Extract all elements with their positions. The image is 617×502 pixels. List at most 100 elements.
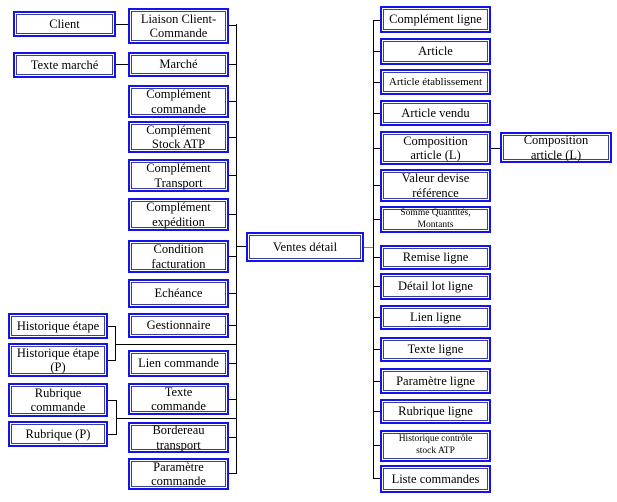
connector-tick-condition-facturation bbox=[229, 256, 236, 257]
connector-historique-etape-p-tick bbox=[108, 360, 115, 361]
node-rubrique-commande: Rubrique commande bbox=[8, 383, 108, 417]
connector-tick-lien-commande bbox=[229, 363, 236, 364]
node-marche-label: Marché bbox=[159, 57, 198, 72]
node-liaison-client-commande: Liaison Client-Commande bbox=[128, 8, 229, 44]
connector-tick-liaison bbox=[229, 25, 236, 26]
connector-tick-bordereau-transport bbox=[229, 437, 236, 438]
node-liste-commandes-label: Liste commandes bbox=[391, 471, 480, 486]
connector-tick-parametre-ligne bbox=[373, 381, 380, 382]
node-detail-lot-ligne-label: Détail lot ligne bbox=[398, 279, 473, 294]
connector-tick-lien-ligne bbox=[373, 317, 380, 318]
node-texte-ligne: Texte ligne bbox=[380, 337, 491, 362]
node-lien-ligne: Lien ligne bbox=[380, 305, 491, 330]
node-parametre-ligne-label: Paramètre ligne bbox=[396, 373, 475, 388]
node-complement-ligne: Complément ligne bbox=[380, 6, 491, 33]
node-condition-facturation: Condition facturation bbox=[128, 240, 229, 273]
connector-tick-liste-commandes bbox=[373, 478, 380, 479]
node-liaison-client-commande-label: Liaison Client-Commande bbox=[140, 11, 217, 40]
node-texte-commande: Texte commande bbox=[128, 383, 229, 415]
node-liste-commandes: Liste commandes bbox=[380, 465, 491, 493]
node-echeance: Echéance bbox=[128, 279, 229, 308]
connector-tick-remise-ligne bbox=[373, 257, 380, 258]
connector-client-liaison bbox=[116, 24, 128, 25]
node-texte-ligne-label: Texte ligne bbox=[407, 342, 464, 357]
connector-tick-article bbox=[373, 51, 380, 52]
node-rubrique-p: Rubrique (P) bbox=[8, 421, 108, 447]
connector-tick-composition-article bbox=[373, 148, 380, 149]
node-marche: Marché bbox=[128, 52, 229, 77]
connector-ventes-detail-to-right-trunk bbox=[364, 247, 373, 248]
node-client-label: Client bbox=[49, 16, 80, 31]
node-complement-stock-atp-label: Complément Stock ATP bbox=[146, 122, 211, 151]
node-complement-expedition: Complément expédition bbox=[128, 198, 229, 231]
connector-tick-complement-ligne bbox=[373, 20, 380, 21]
connector-tick-echeance bbox=[229, 293, 236, 294]
connector-tick-gestionnaire bbox=[229, 325, 236, 326]
node-condition-facturation-label: Condition facturation bbox=[151, 242, 206, 271]
node-historique-etape-p-label: Historique étape (P) bbox=[16, 345, 100, 374]
node-remise-ligne: Remise ligne bbox=[380, 245, 491, 270]
connector-tick-texte-commande bbox=[229, 399, 236, 400]
connector-historique-etape-tick bbox=[108, 326, 115, 327]
node-article-label: Article bbox=[418, 44, 453, 59]
node-historique-etape-p: Historique étape (P) bbox=[8, 343, 108, 377]
connector-rubrique-commande-tick bbox=[108, 400, 116, 401]
node-texte-marche-label: Texte marché bbox=[30, 57, 99, 72]
connector-tick-somme-quantites bbox=[373, 219, 380, 220]
node-composition-article: Composition article (L) bbox=[380, 131, 491, 165]
node-complement-ligne-label: Complément ligne bbox=[389, 12, 482, 27]
connector-tick-valeur-devise bbox=[373, 185, 380, 186]
node-client: Client bbox=[13, 11, 116, 37]
connector-rubrique-bracket bbox=[116, 400, 117, 435]
node-somme-quantites-montants: Somme Quantités, Montants bbox=[380, 206, 491, 233]
connector-left-trunk bbox=[236, 24, 237, 474]
node-valeur-devise-reference-label: Valeur devise référence bbox=[401, 171, 470, 200]
node-article: Article bbox=[380, 38, 491, 65]
node-rubrique-commande-label: Rubrique commande bbox=[30, 385, 86, 414]
node-rubrique-p-label: Rubrique (P) bbox=[25, 426, 91, 441]
node-somme-quantites-montants-label: Somme Quantités, Montants bbox=[400, 207, 471, 230]
node-texte-commande-label: Texte commande bbox=[151, 384, 206, 413]
connector-tick-article-etablissement bbox=[373, 82, 380, 83]
node-parametre-commande: Paramètre commande bbox=[128, 458, 229, 490]
connector-tick-rubrique-ligne bbox=[373, 411, 380, 412]
node-texte-marche: Texte marché bbox=[13, 52, 116, 78]
node-complement-commande: Complément commande bbox=[128, 85, 229, 118]
connector-historique-to-trunk bbox=[115, 344, 236, 345]
node-article-etablissement-label: Article établissement bbox=[388, 75, 483, 88]
node-composition-article-label: Composition article (L) bbox=[403, 133, 468, 162]
node-detail-lot-ligne: Détail lot ligne bbox=[380, 273, 491, 300]
node-lien-commande: Lien commande bbox=[128, 350, 229, 377]
node-historique-etape-label: Historique étape bbox=[16, 318, 100, 333]
node-complement-transport: Complément Transport bbox=[128, 159, 229, 192]
node-echeance-label: Echéance bbox=[154, 286, 203, 301]
connector-tick-complement-transport bbox=[229, 175, 236, 176]
connector-trunk-to-ventes-detail bbox=[236, 246, 246, 247]
node-remise-ligne-label: Remise ligne bbox=[402, 250, 469, 265]
connector-texte-marche-marche bbox=[116, 64, 128, 65]
node-complement-stock-atp: Complément Stock ATP bbox=[128, 121, 229, 153]
node-complement-expedition-label: Complément expédition bbox=[146, 200, 211, 229]
connector-historique-bracket bbox=[115, 326, 116, 361]
connector-tick-complement-stock-atp bbox=[229, 137, 236, 138]
connector-tick-article-vendu bbox=[373, 113, 380, 114]
node-bordereau-transport: Bordereau transport bbox=[128, 422, 229, 453]
node-bordereau-transport-label: Bordereau transport bbox=[152, 423, 205, 452]
connector-composition-to-outer bbox=[491, 148, 500, 149]
node-article-vendu: Article vendu bbox=[380, 100, 491, 126]
node-complement-commande-label: Complément commande bbox=[146, 87, 211, 116]
node-historique-etape: Historique étape bbox=[8, 313, 108, 339]
connector-tick-texte-ligne bbox=[373, 349, 380, 350]
node-parametre-commande-label: Paramètre commande bbox=[151, 459, 206, 488]
node-article-etablissement: Article établissement bbox=[380, 69, 491, 95]
connector-tick-detail-lot-ligne bbox=[373, 286, 380, 287]
node-composition-article-l-outer-label: Composition article (L) bbox=[523, 133, 589, 162]
node-composition-article-l-outer: Composition article (L) bbox=[500, 132, 612, 163]
node-parametre-ligne: Paramètre ligne bbox=[380, 368, 491, 394]
connector-tick-historique-controle bbox=[373, 445, 380, 446]
node-ventes-detail-label: Ventes détail bbox=[272, 239, 338, 254]
connector-tick-marche bbox=[229, 64, 236, 65]
node-rubrique-ligne-label: Rubrique ligne bbox=[398, 404, 473, 419]
connector-rubrique-to-trunk bbox=[116, 418, 236, 419]
